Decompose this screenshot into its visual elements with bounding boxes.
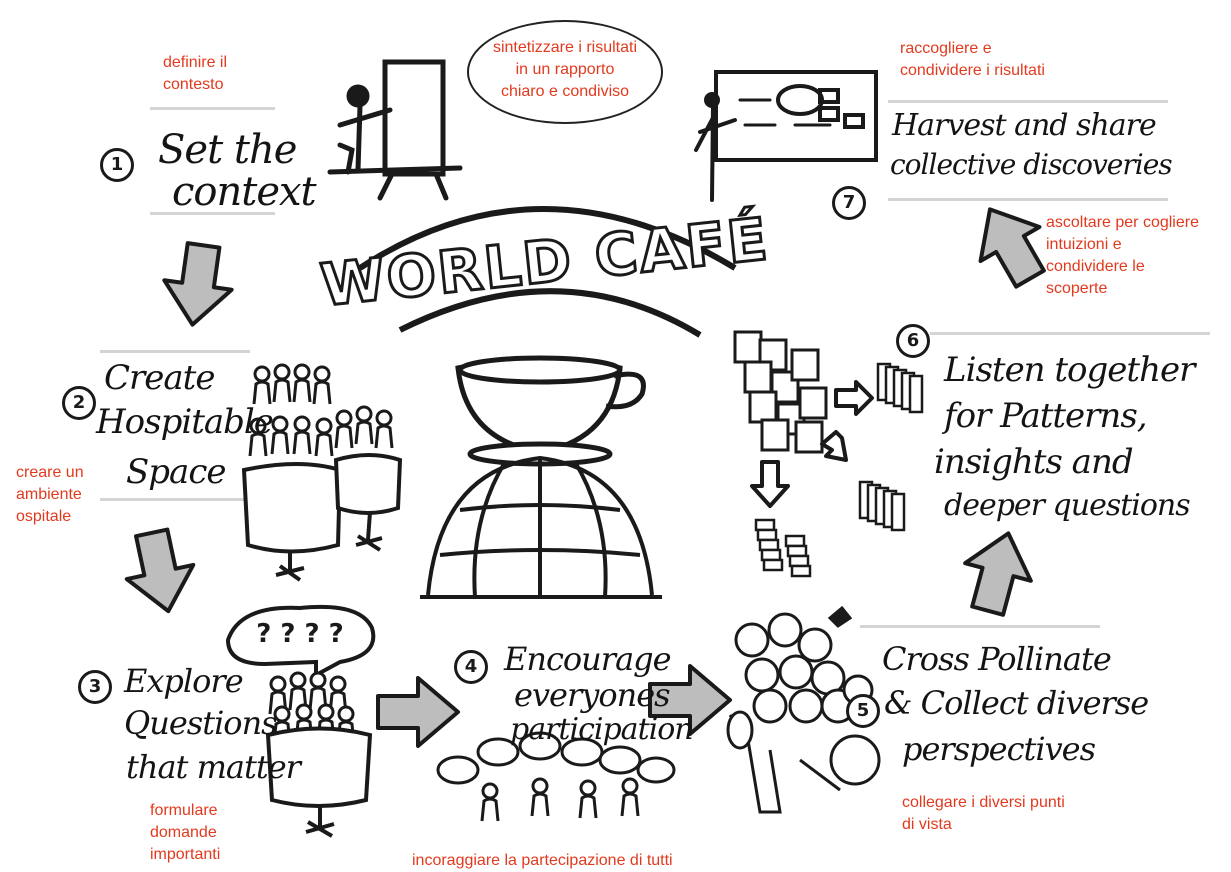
- step-2-number: 2: [62, 386, 96, 420]
- step-5-line-1: Cross Pollinate: [882, 640, 1112, 678]
- step-2-italian: creare un ambiente ospitale: [16, 464, 84, 525]
- step-1-line-1: Set the: [158, 127, 297, 173]
- step-4-number: 4: [454, 650, 488, 684]
- step-1-number: 1: [100, 148, 134, 182]
- summary-italian: sintetizzare i risultati in un rapporto …: [492, 39, 638, 100]
- step-6-line-3: insights and: [934, 442, 1134, 482]
- flow-arrow-3-4: [376, 676, 460, 748]
- step-3-line-2: Questions: [124, 704, 278, 742]
- flow-arrow-6-7: [958, 190, 1062, 298]
- rule-7: [888, 100, 1168, 103]
- cards-cluster-1: [876, 362, 924, 414]
- title-arch: [358, 206, 737, 338]
- step-1-line-2: context: [172, 169, 317, 215]
- globe-illustration: [420, 455, 662, 599]
- step-5-italian: collegare i diversi punti di vista: [902, 794, 1065, 833]
- step-6-line-2: for Patterns,: [944, 396, 1148, 436]
- flow-arrow-1-2: [156, 238, 240, 332]
- step-7-italian: raccogliere e condividere i risultati: [900, 40, 1045, 79]
- step-6-line-1: Listen together: [944, 350, 1195, 390]
- step-6-number: 6: [896, 324, 930, 358]
- flow-arrow-2-3: [116, 523, 204, 621]
- rule-5: [860, 625, 1100, 628]
- explore-questions-illustration: [225, 604, 376, 838]
- rule-2b: [100, 498, 250, 501]
- step-1-italian: definire il contesto: [163, 54, 228, 93]
- harvest-board-illustration: [694, 70, 878, 202]
- step-5-line-3: perspectives: [902, 730, 1096, 768]
- step-4-line-3: participation: [510, 712, 694, 747]
- participation-illustration: [436, 731, 676, 823]
- step-3-line-1: Explore: [124, 662, 244, 700]
- coffee-cup-illustration: [455, 355, 646, 467]
- step-2-line-3: Space: [126, 452, 226, 492]
- rule-1b: [150, 212, 275, 215]
- flow-arrow-5-6: [952, 522, 1044, 622]
- step-7-line-1: Harvest and share: [892, 108, 1157, 143]
- step-2-line-2: Hospitable: [96, 402, 274, 442]
- hospitable-space-illustration: [241, 363, 403, 582]
- step-3-line-3: that matter: [126, 748, 301, 786]
- step-6-italian: ascoltare per cogliere intuizioni e cond…: [1046, 214, 1199, 297]
- presenter-flipchart-illustration: [327, 59, 463, 201]
- summary-oval: [467, 20, 663, 124]
- rule-2: [100, 350, 250, 353]
- step-4-line-2: everyones: [514, 676, 671, 714]
- cards-stack-3: [754, 518, 812, 578]
- question-marks: ? ? ? ?: [256, 619, 343, 649]
- step-3-italian: formulare domande importanti: [150, 802, 221, 863]
- step-2-line-1: Create: [104, 358, 215, 398]
- step-3-number: 3: [78, 670, 112, 704]
- rule-6: [930, 332, 1210, 335]
- small-arrows: [750, 380, 874, 508]
- step-6-line-4: deeper questions: [944, 488, 1191, 523]
- rule-7b: [888, 198, 1168, 201]
- step-7-line-2: collective discoveries: [890, 148, 1173, 181]
- rule-1: [150, 107, 275, 110]
- step-5-number: 5: [846, 694, 880, 728]
- step-7-number: 7: [832, 186, 866, 220]
- patterns-notes-illustration: [733, 330, 828, 454]
- diagram-title: WORLD CAFÉ: [318, 204, 773, 320]
- step-4-italian: incoraggiare la partecipazione di tutti: [412, 852, 673, 869]
- step-4-line-1: Encourage: [504, 640, 672, 678]
- cards-cluster-2: [858, 480, 906, 532]
- step-5-line-2: & Collect diverse: [884, 684, 1149, 722]
